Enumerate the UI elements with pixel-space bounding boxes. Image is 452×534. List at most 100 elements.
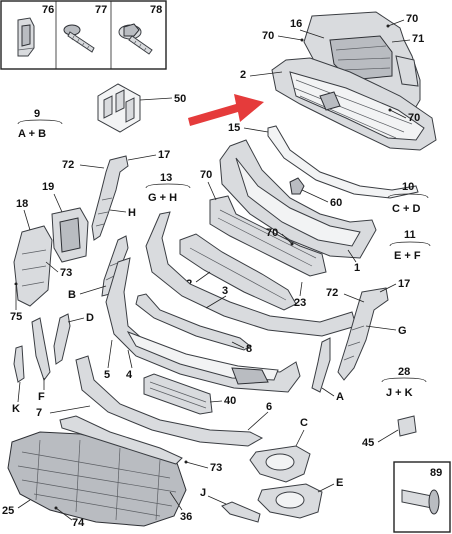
- leader-17a: [127, 154, 157, 161]
- leader-dot-70c: [388, 108, 392, 112]
- callout-16: 16: [290, 18, 302, 30]
- fog-trim-C: [249, 445, 311, 483]
- callout-9: 9: [34, 108, 40, 120]
- lower-lip-6: [75, 355, 264, 447]
- leader-60: [301, 189, 329, 203]
- trim-K: [13, 345, 25, 383]
- absorber-18: [13, 225, 53, 307]
- callout-E: E: [336, 477, 343, 489]
- callout-10: 10: [402, 181, 414, 193]
- leader-23: [299, 281, 303, 297]
- leader-72a: [79, 164, 105, 169]
- beam-70: [209, 195, 327, 277]
- leader-A: [321, 387, 335, 397]
- callout-89: 89: [430, 467, 442, 479]
- leader-72b: [343, 293, 365, 303]
- callout-6: 6: [266, 401, 272, 413]
- leader-70d: [207, 181, 217, 201]
- reinforcement-3: [145, 211, 357, 337]
- leader-7: [49, 405, 91, 414]
- group-28-parts: J + K: [386, 387, 413, 399]
- callout-1: 1: [354, 262, 360, 274]
- leader-D: [67, 317, 85, 323]
- callout-11: 11: [404, 229, 416, 241]
- upper-trim-1: [219, 139, 377, 259]
- callout-G: G: [398, 325, 407, 337]
- callout-C: C: [300, 417, 308, 429]
- bumper-cover-4: [105, 257, 301, 393]
- callout-D: D: [86, 312, 94, 324]
- callout-B: B: [68, 289, 76, 301]
- fastener-boxes: [0, 0, 167, 70]
- leader-71: [391, 39, 411, 43]
- callout-4: 4: [126, 369, 133, 381]
- leader-45: [377, 429, 399, 443]
- leader-dot-75: [14, 282, 18, 286]
- trim-D: [53, 313, 71, 365]
- callout-23: 23: [294, 297, 306, 309]
- callout-73-bottom: 73: [210, 462, 222, 474]
- leader-J: [207, 495, 227, 505]
- callout-75: 75: [10, 311, 22, 323]
- fog-trim-E: [257, 483, 323, 519]
- callout-50: 50: [174, 93, 186, 105]
- lower-beam-8: [135, 293, 251, 351]
- leader-73a: [45, 261, 59, 273]
- callout-73-left: 73: [60, 267, 72, 279]
- leader-70c: [389, 109, 407, 119]
- brace-13: [145, 183, 191, 189]
- callout-H: H: [128, 207, 136, 219]
- leader-3: [205, 295, 227, 309]
- group-13-parts: G + H: [148, 192, 177, 204]
- leader-B: [79, 285, 107, 295]
- callout-13: 13: [160, 172, 172, 184]
- leader-dot-73b: [184, 460, 188, 464]
- cap-45: [397, 415, 417, 437]
- leader-73b: [185, 461, 209, 469]
- leader-dot-70e: [290, 242, 294, 246]
- callout-45: 45: [362, 437, 374, 449]
- leader-C: [295, 429, 305, 447]
- callout-3: 3: [222, 285, 228, 297]
- undertray-25: [7, 431, 187, 527]
- leader-74: [55, 507, 73, 521]
- leader-dot-70b: [300, 38, 304, 42]
- leader-16: [299, 29, 325, 39]
- callout-2: 2: [240, 69, 246, 81]
- grille-insert-40: [143, 373, 213, 415]
- red-arrow-icon: [188, 94, 264, 126]
- bracket-G: [337, 287, 389, 381]
- callout-74: 74: [72, 517, 85, 529]
- callout-72-right: 72: [326, 287, 338, 299]
- leader-17b: [379, 283, 397, 293]
- absorber-12: [179, 233, 297, 311]
- leader-12: [195, 271, 211, 283]
- leader-E: [317, 483, 335, 493]
- leader-70b: [277, 35, 303, 41]
- leader-36: [169, 491, 183, 511]
- callout-60: 60: [330, 197, 342, 209]
- brace-10: [387, 193, 429, 199]
- leader-15: [243, 127, 269, 133]
- callout-70-left: 70: [262, 30, 274, 42]
- callout-18: 18: [16, 198, 28, 210]
- leader-H: [109, 209, 127, 213]
- clip-icon: [17, 17, 35, 57]
- leader-8: [231, 341, 245, 349]
- leader-70a: [387, 19, 405, 27]
- rivet-icon: [401, 489, 440, 515]
- callout-71: 71: [412, 33, 424, 45]
- leader-50: [139, 97, 173, 101]
- leader-4: [127, 349, 133, 369]
- callout-40: 40: [224, 395, 236, 407]
- bracket-H: [91, 155, 129, 241]
- callout-70-right: 70: [408, 112, 420, 124]
- callout-70-top-right: 70: [406, 13, 418, 25]
- upper-support-16: [303, 11, 421, 111]
- group-9-parts: A + B: [18, 128, 46, 140]
- screw-icon: [63, 24, 95, 53]
- leader-1: [347, 249, 357, 263]
- callout-70-beam: 70: [200, 169, 212, 181]
